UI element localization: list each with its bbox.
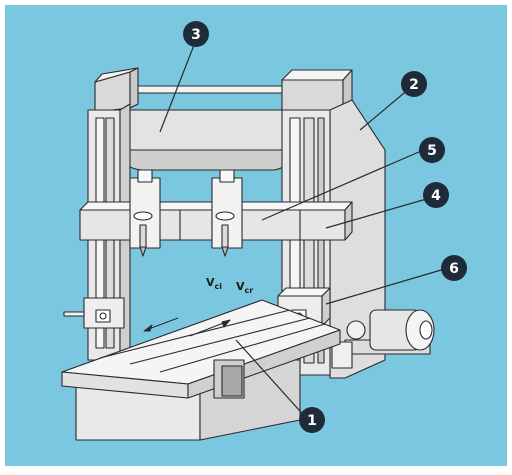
callout-leader-lines bbox=[159, 39, 449, 421]
cross-beam bbox=[109, 109, 301, 171]
callout-6: 6 bbox=[441, 255, 467, 281]
callout-1: 1 bbox=[299, 407, 325, 433]
left-side-head bbox=[63, 297, 125, 329]
right-column-cap bbox=[281, 69, 353, 113]
svg-text:4: 4 bbox=[431, 188, 441, 204]
left-column-cap bbox=[94, 67, 139, 113]
svg-text:3: 3 bbox=[191, 27, 201, 43]
svg-text:5: 5 bbox=[427, 143, 437, 159]
right-tool-head bbox=[211, 169, 243, 257]
svg-text:1: 1 bbox=[307, 413, 317, 429]
work-table bbox=[61, 299, 341, 399]
callout-4: 4 bbox=[423, 182, 449, 208]
velocity-label-vci: Vci bbox=[206, 276, 222, 291]
callout-2: 2 bbox=[401, 71, 427, 97]
callout-3: 3 bbox=[183, 21, 209, 47]
feed-arrows bbox=[143, 317, 231, 337]
svg-text:6: 6 bbox=[449, 261, 459, 277]
svg-text:2: 2 bbox=[409, 77, 419, 93]
left-tool-head bbox=[129, 169, 161, 257]
callout-5: 5 bbox=[419, 137, 445, 163]
top-tie-rod bbox=[129, 85, 291, 94]
right-column-side-plate bbox=[329, 99, 386, 379]
velocity-label-vcr: Vcr bbox=[236, 280, 253, 295]
drive-motor bbox=[331, 309, 435, 369]
